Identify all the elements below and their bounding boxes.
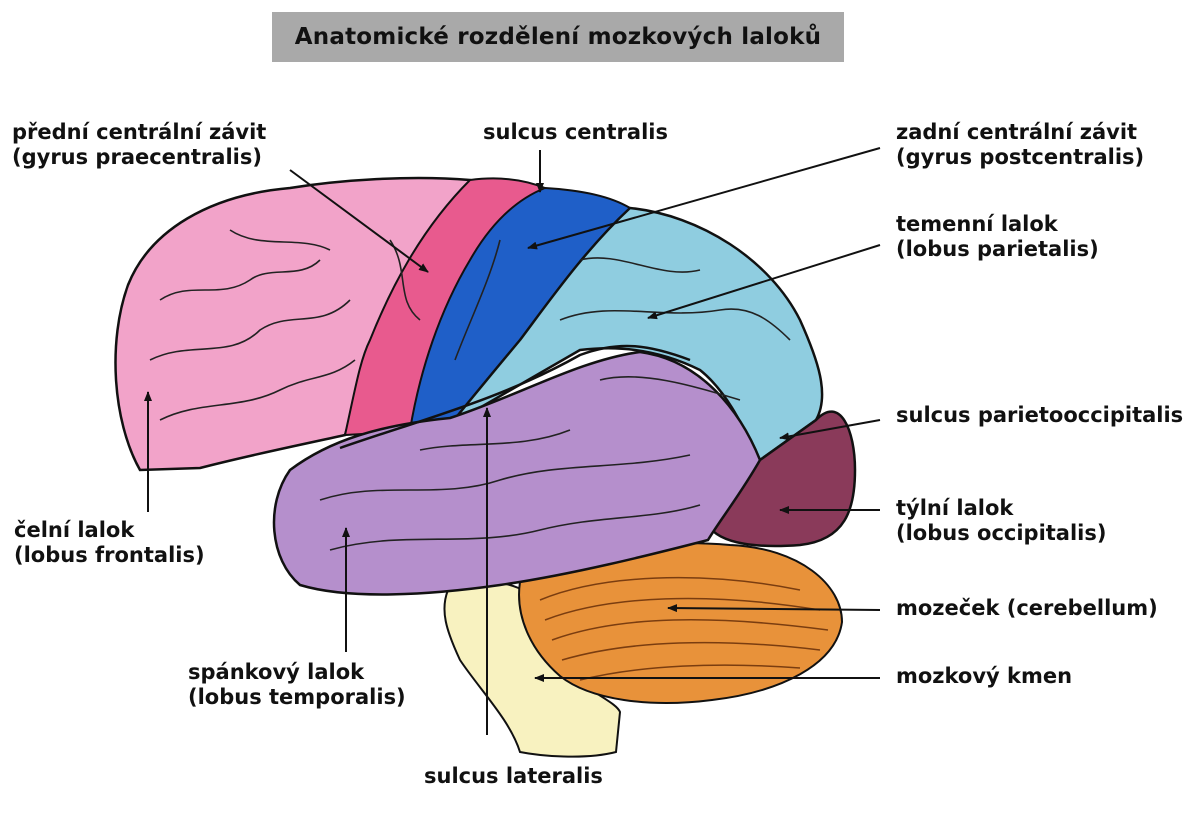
label-precentral-gyrus: přední centrální závit (gyrus praecentra…: [12, 120, 266, 170]
label-frontal-lobe: čelní lalok (lobus frontalis): [14, 518, 205, 568]
label-postcentral-line2: (gyrus postcentralis): [896, 145, 1144, 170]
label-occipital-line2: (lobus occipitalis): [896, 521, 1106, 546]
label-parietal-lobe: temenní lalok (lobus parietalis): [896, 212, 1099, 262]
label-temporal-line2: (lobus temporalis): [188, 685, 406, 710]
label-precentral-line1: přední centrální závit: [12, 120, 266, 145]
label-temporal-line1: spánkový lalok: [188, 660, 406, 685]
label-cerebellum-line1: mozeček (cerebellum): [896, 596, 1158, 621]
label-sulcus-centralis: sulcus centralis: [483, 120, 668, 145]
label-sulcus-lateralis-line1: sulcus lateralis: [424, 764, 603, 789]
label-temporal-lobe: spánkový lalok (lobus temporalis): [188, 660, 406, 710]
label-frontal-line2: (lobus frontalis): [14, 543, 205, 568]
label-sulcus-parietooccipitalis: sulcus parietooccipitalis: [896, 403, 1183, 428]
label-postcentral-line1: zadní centrální závit: [896, 120, 1144, 145]
label-occipital-line1: týlní lalok: [896, 496, 1106, 521]
label-parietal-line1: temenní lalok: [896, 212, 1099, 237]
label-occipital-lobe: týlní lalok (lobus occipitalis): [896, 496, 1106, 546]
label-brainstem-line1: mozkový kmen: [896, 664, 1072, 689]
label-parietooccipital-line1: sulcus parietooccipitalis: [896, 403, 1183, 428]
label-precentral-line2: (gyrus praecentralis): [12, 145, 266, 170]
label-frontal-line1: čelní lalok: [14, 518, 205, 543]
label-parietal-line2: (lobus parietalis): [896, 237, 1099, 262]
label-sulcus-centralis-line1: sulcus centralis: [483, 120, 668, 145]
label-sulcus-lateralis: sulcus lateralis: [424, 764, 603, 789]
label-cerebellum: mozeček (cerebellum): [896, 596, 1158, 621]
label-postcentral-gyrus: zadní centrální závit (gyrus postcentral…: [896, 120, 1144, 170]
label-brainstem: mozkový kmen: [896, 664, 1072, 689]
